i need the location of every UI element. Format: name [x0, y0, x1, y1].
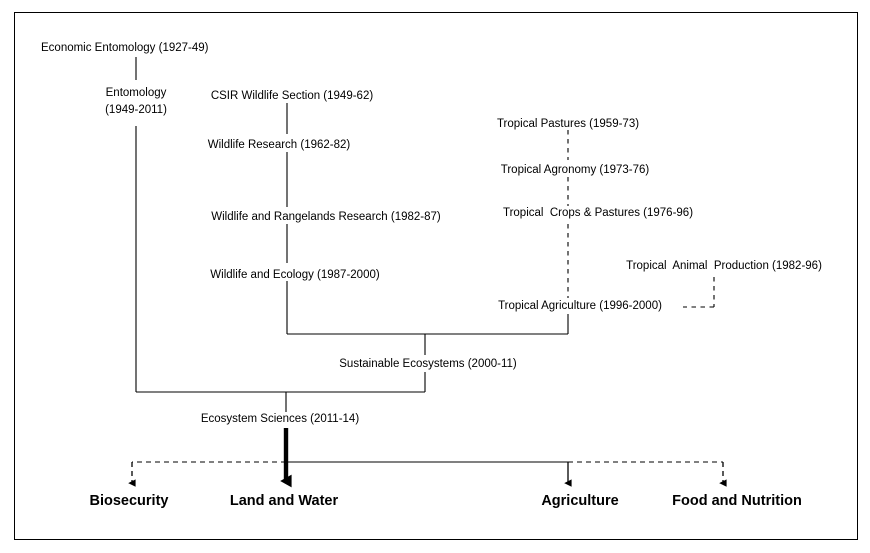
- node-wildlife-research: Wildlife Research (1962-82): [207, 139, 351, 151]
- node-wildlife-and-ecology: Wildlife and Ecology (1987-2000): [210, 269, 380, 281]
- outcome-label-food-and-nutrition: Food and Nutrition: [672, 493, 802, 509]
- outcome-label-biosecurity: Biosecurity: [89, 493, 169, 509]
- node-economic-entomology: Economic Entomology (1927-49): [41, 42, 209, 54]
- node-tropical-agriculture: Tropical Agriculture (1996-2000): [498, 300, 662, 312]
- outcome-label-agriculture: Agriculture: [541, 493, 619, 509]
- node-tropical-agronomy: Tropical Agronomy (1973-76): [500, 164, 650, 176]
- node-tropical-animal-production: Tropical Animal Production (1982-96): [626, 260, 822, 272]
- diagram-border: [14, 12, 858, 540]
- node-tropical-pastures: Tropical Pastures (1959-73): [496, 118, 640, 130]
- node-csir-wildlife-section: CSIR Wildlife Section (1949-62): [210, 90, 374, 102]
- node-entomology-line1: Entomology: [105, 87, 167, 99]
- node-wildlife-and-rangelands-research: Wildlife and Rangelands Research (1982-8…: [211, 211, 441, 223]
- node-sustainable-ecosystems: Sustainable Ecosystems (2000-11): [339, 358, 517, 370]
- node-entomology-line2: (1949-2011): [105, 104, 167, 116]
- outcome-label-land-and-water: Land and Water: [229, 493, 339, 509]
- node-tropical-crops-and-pastures: Tropical Crops & Pastures (1976-96): [502, 207, 694, 219]
- node-ecosystem-sciences: Ecosystem Sciences (2011-14): [200, 413, 360, 425]
